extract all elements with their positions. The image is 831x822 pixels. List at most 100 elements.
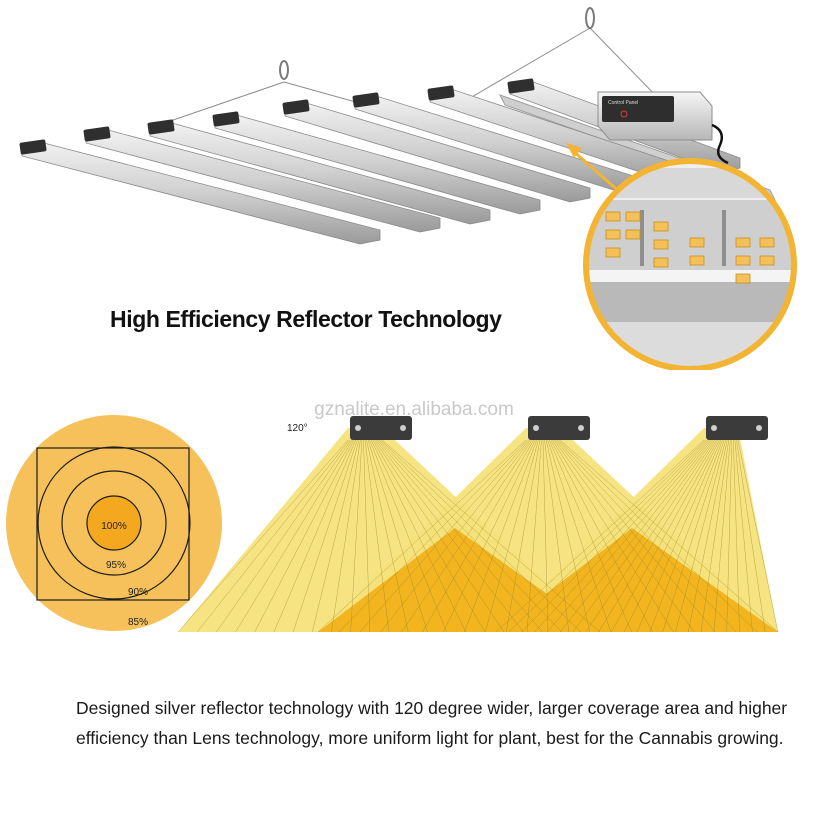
light-beams xyxy=(177,428,779,633)
beam-overlap-2 xyxy=(496,528,778,632)
beam-ray xyxy=(292,439,358,633)
beam-ray xyxy=(526,439,542,633)
beam-overlap-1 xyxy=(318,528,600,632)
zoom-pointer xyxy=(571,148,623,196)
beam-ray xyxy=(623,439,720,633)
beam-ray xyxy=(547,439,711,633)
beam-ray xyxy=(422,439,534,633)
beam-ray xyxy=(401,439,533,633)
led-bar-3 xyxy=(147,119,491,225)
coverage-square xyxy=(36,447,190,601)
beam-ray xyxy=(559,439,779,633)
beam-ray xyxy=(370,439,466,633)
beam-ray xyxy=(559,439,712,633)
beam-ray xyxy=(611,439,719,633)
beam-ray xyxy=(367,439,428,633)
beam-ray xyxy=(585,439,716,633)
beam-ray xyxy=(542,439,549,633)
driver-box: Control Panel xyxy=(597,91,729,165)
uniformity-ring-90 xyxy=(37,446,191,600)
beam-ray xyxy=(521,439,708,633)
hanger-hooks xyxy=(279,7,595,80)
headline: High Efficiency Reflector Technology xyxy=(110,306,502,332)
uniformity-label-100: 100% xyxy=(101,521,127,532)
beam-ray xyxy=(254,439,355,633)
beam-ray xyxy=(552,439,674,633)
beam-ray xyxy=(545,439,591,633)
beam-ray xyxy=(662,439,725,633)
beam-ray xyxy=(331,439,361,633)
beam-angle-label: 120° xyxy=(287,423,308,434)
beam-ray xyxy=(196,439,350,633)
beam-ray xyxy=(534,439,709,633)
description-text: Designed silver reflector technology wit… xyxy=(76,698,788,748)
fixture-1 xyxy=(350,416,412,440)
beam-ray xyxy=(553,439,695,633)
watermark: gznalite.en.alibaba.com xyxy=(314,399,514,420)
uniformity-label-95: 95% xyxy=(106,560,126,571)
beam-ray xyxy=(734,439,753,633)
beam-ray xyxy=(675,439,726,633)
uniformity-label-90: 90% xyxy=(128,587,148,598)
beam-ray xyxy=(550,439,653,633)
beam-ray xyxy=(544,439,570,633)
beam-ray xyxy=(464,439,538,633)
beam-ray xyxy=(556,439,737,633)
beam-ray xyxy=(700,439,729,633)
beam-ray xyxy=(505,439,541,633)
led-bar-2 xyxy=(83,126,441,233)
beam-ray xyxy=(375,439,524,633)
led-bar-1 xyxy=(19,139,381,245)
beam-rays xyxy=(177,439,779,633)
beam-ray xyxy=(377,439,543,633)
beam-ray xyxy=(572,439,714,633)
beam-ray xyxy=(273,439,356,633)
beam-ray xyxy=(338,439,528,633)
beam-ray xyxy=(380,439,581,633)
beam-ray xyxy=(598,439,717,633)
beam-ray xyxy=(374,439,505,633)
beam-ray xyxy=(713,439,731,633)
beam-ray xyxy=(558,439,758,633)
beam-ray xyxy=(364,439,390,633)
beam-ray xyxy=(636,439,722,633)
led-bars xyxy=(19,78,741,245)
beam-ray xyxy=(508,439,706,633)
beam-ray xyxy=(485,439,539,633)
uniformity-label-85: 85% xyxy=(128,617,148,628)
beam-ray xyxy=(366,439,409,633)
beam-ray xyxy=(443,439,536,633)
led-grow-light-illustration: Control Panel xyxy=(19,7,797,370)
beam-ray xyxy=(378,439,562,633)
beam-ray xyxy=(235,439,353,633)
beam-ray xyxy=(363,439,371,633)
zoom-pointer-tip xyxy=(566,143,582,158)
beam-ray xyxy=(737,439,779,633)
beam-ray xyxy=(733,439,740,633)
beam-ray xyxy=(369,439,447,633)
beam-ray xyxy=(312,439,360,633)
uniformity-diagram: 100% 95% 90% 85% xyxy=(6,415,222,631)
beam-ray xyxy=(547,439,611,633)
beam-ray xyxy=(649,439,723,633)
uniformity-ring-95 xyxy=(61,470,167,576)
uniformity-ring-100 xyxy=(86,495,142,551)
zoom-ring xyxy=(583,158,797,370)
beam-ray xyxy=(495,439,705,633)
beam-ray xyxy=(359,439,530,633)
led-bar-5 xyxy=(282,99,591,203)
fixture-2 xyxy=(528,416,590,440)
beam-ray xyxy=(555,439,716,633)
beam-ray xyxy=(380,439,531,633)
control-panel-label: Control Panel xyxy=(608,100,638,106)
beam-ray xyxy=(372,439,486,633)
beam-coverage-illustration: 100% 95% 90% 85% 120° gznalite.en.alibab… xyxy=(6,399,779,633)
fixture-3 xyxy=(706,416,768,440)
beam-ray xyxy=(317,439,527,633)
beam-ray xyxy=(736,439,766,633)
beam-ray xyxy=(216,439,352,633)
beam-ray xyxy=(177,439,349,633)
beam-ray xyxy=(688,439,728,633)
beam-ray xyxy=(726,439,733,633)
led-bar-4 xyxy=(212,111,541,215)
